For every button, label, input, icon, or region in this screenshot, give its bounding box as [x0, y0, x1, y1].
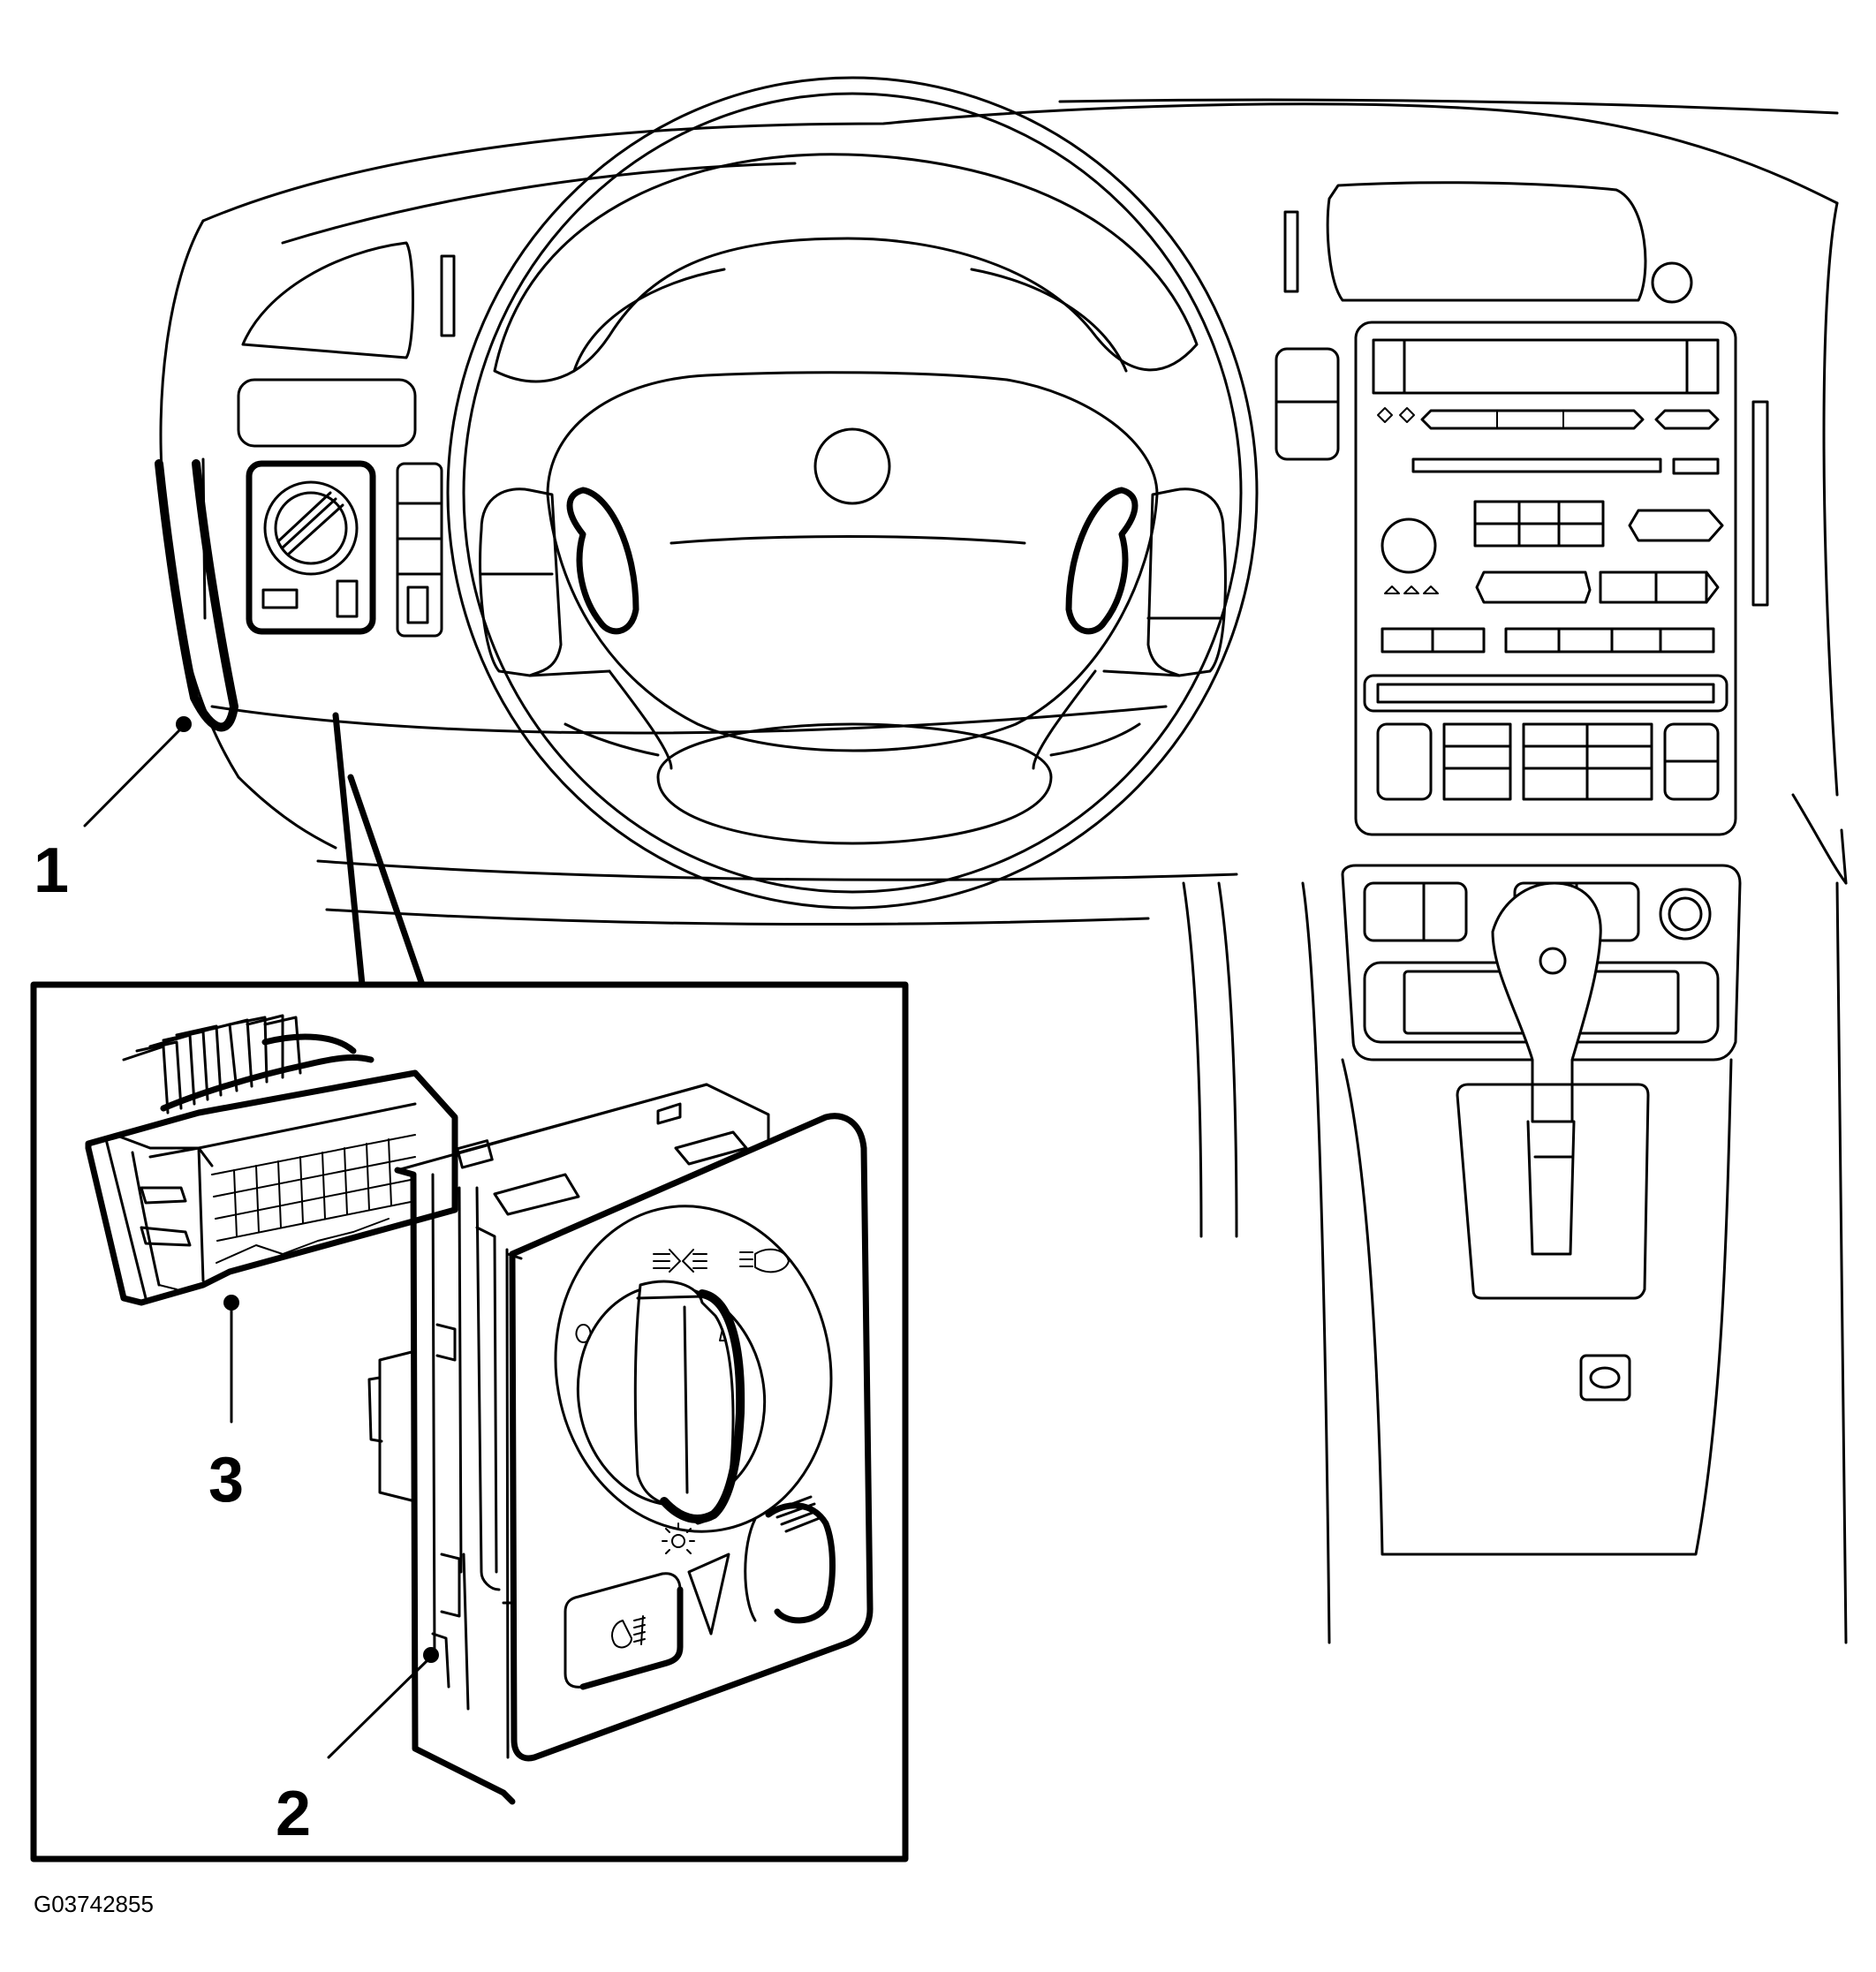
- detail-inset: [30, 712, 909, 1862]
- headlight-switch: [367, 1083, 874, 1805]
- dashboard-outline: [159, 98, 1848, 926]
- center-vent: [1283, 181, 1693, 304]
- callout-3: 3: [208, 1305, 244, 1515]
- left-center-buttons: [1275, 347, 1340, 461]
- steering-column: [1182, 881, 1238, 1238]
- steering-wheel: [446, 76, 1259, 910]
- radio-unit: [1354, 321, 1737, 836]
- wiring-connector: [85, 1014, 458, 1311]
- callout-1: 1: [34, 716, 192, 906]
- left-vent: [237, 241, 456, 448]
- figure-id: G03742855: [34, 1891, 154, 1917]
- right-vent-slot: [1751, 400, 1769, 607]
- left-switch-panel: [396, 462, 443, 638]
- callout-1-number: 1: [34, 835, 69, 906]
- headlight-switch-location: [246, 460, 376, 635]
- callout-2: 2: [276, 1658, 429, 1849]
- dash-end-panel: [155, 457, 238, 732]
- callout-2-number: 2: [276, 1779, 311, 1849]
- callout-3-number: 3: [208, 1445, 244, 1515]
- center-console: [1301, 828, 1848, 1644]
